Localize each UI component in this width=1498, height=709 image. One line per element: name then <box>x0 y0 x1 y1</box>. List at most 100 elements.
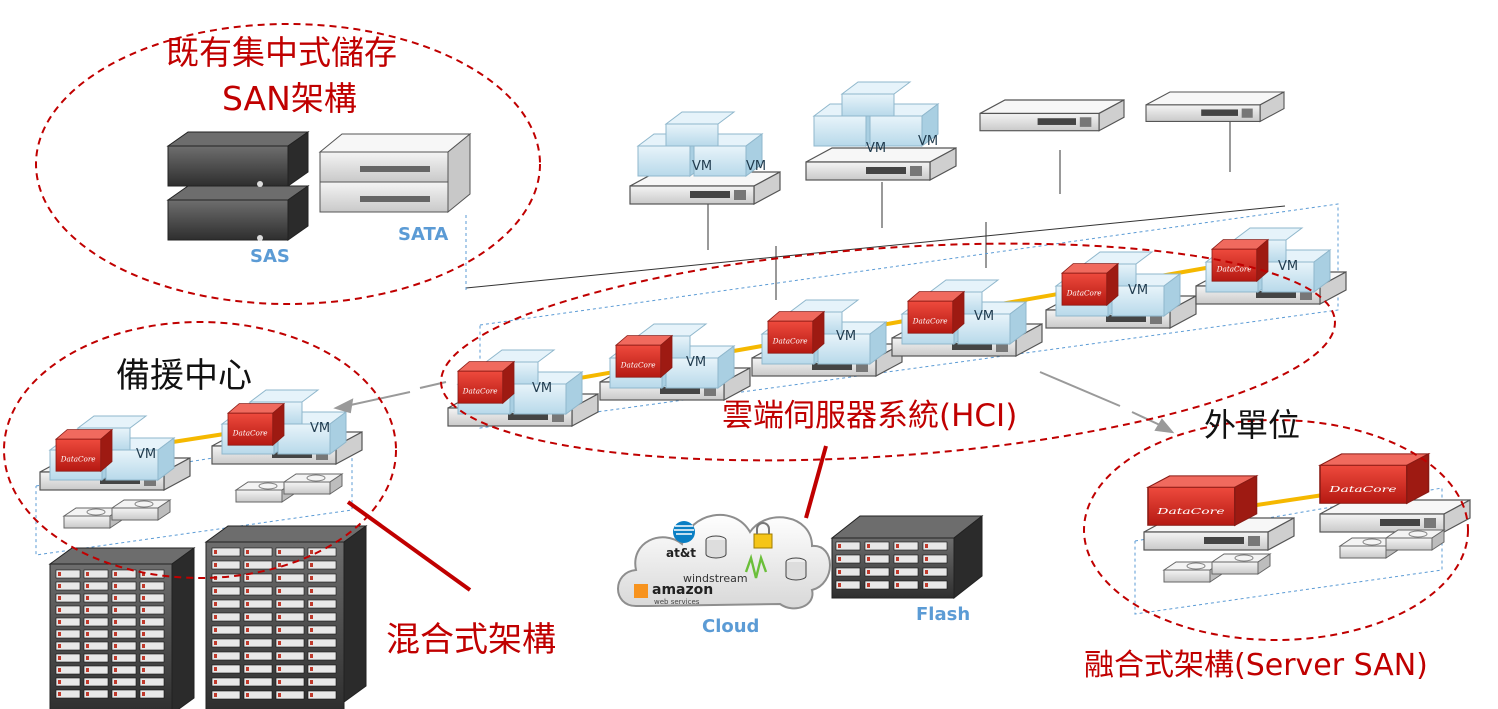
vm-label: VM <box>1128 283 1148 298</box>
disk-slot <box>55 641 81 651</box>
disk-led <box>310 628 313 632</box>
converged-ellipse <box>1083 419 1469 641</box>
disk-slot <box>83 593 109 603</box>
disk-led <box>278 641 281 645</box>
disk-slot <box>83 629 109 639</box>
disk-slot <box>83 605 109 615</box>
disk-led <box>278 693 281 697</box>
disk-slot <box>139 605 165 615</box>
disk-slot <box>243 586 273 596</box>
aws-cube-icon <box>634 584 648 598</box>
disk-led <box>142 620 145 624</box>
disk-slot <box>307 560 337 570</box>
disk-slot <box>111 677 137 687</box>
hci-node-2 <box>599 323 751 401</box>
disk-slot <box>211 664 241 674</box>
disk-led <box>925 544 928 548</box>
top-server-3 <box>979 99 1125 132</box>
hci-ellipse <box>440 242 1336 462</box>
backup-center-title: 備援中心 <box>116 356 252 396</box>
vm-label: VM <box>692 159 712 174</box>
disk-slot <box>243 573 273 583</box>
disk-slot <box>83 617 109 627</box>
disk-slot <box>893 554 919 564</box>
disk-slot <box>83 653 109 663</box>
disk-slot <box>139 689 165 699</box>
disk-slot <box>55 605 81 615</box>
lock-icon <box>753 522 773 549</box>
disk-led <box>86 692 89 696</box>
disk-led <box>310 654 313 658</box>
disk-led <box>142 692 145 696</box>
disk-led <box>214 641 217 645</box>
disk-led <box>86 656 89 660</box>
disk-led <box>142 608 145 612</box>
hci-node-1 <box>447 349 599 427</box>
disk-led <box>310 589 313 593</box>
disk-slot <box>922 541 948 551</box>
disk-led <box>278 654 281 658</box>
disk-led <box>310 641 313 645</box>
disk-slot <box>307 664 337 674</box>
disk-led <box>310 576 313 580</box>
disk-led <box>838 570 841 574</box>
vm-label: VM <box>974 309 994 324</box>
disk-led <box>246 615 249 619</box>
disk-slot <box>243 547 273 557</box>
legacy-san-title-line1: 既有集中式儲存 <box>166 33 397 72</box>
disk-slot <box>111 593 137 603</box>
disk-slot <box>55 629 81 639</box>
amazon-sub-label: web services <box>654 598 700 606</box>
sas-storage <box>167 131 309 241</box>
disk-led <box>58 692 61 696</box>
windstream-wave-icon <box>744 553 768 579</box>
cloud-shape <box>617 514 831 610</box>
disk-led <box>310 667 313 671</box>
disk-slot <box>211 612 241 622</box>
disk-slot <box>243 599 273 609</box>
disk-led <box>246 563 249 567</box>
disk-led <box>838 544 841 548</box>
disk-led <box>214 589 217 593</box>
disk-slot <box>139 677 165 687</box>
disk-led <box>214 680 217 684</box>
disk-slot <box>275 651 305 661</box>
vm-label: VM <box>136 447 156 462</box>
database-icon <box>705 535 727 559</box>
disk-slot <box>243 625 273 635</box>
backup-center-ellipse <box>3 321 397 579</box>
disk-slot <box>55 593 81 603</box>
disk-slot <box>275 664 305 674</box>
disk-led <box>310 602 313 606</box>
disk-led <box>58 668 61 672</box>
disk-led <box>246 654 249 658</box>
disk-slot <box>139 653 165 663</box>
disk-led <box>142 656 145 660</box>
disk-led <box>114 596 117 600</box>
disk-slot <box>243 612 273 622</box>
disk-led <box>214 693 217 697</box>
disk-slot <box>111 617 137 627</box>
disk-led <box>896 583 899 587</box>
disk-slot <box>83 581 109 591</box>
disk-led <box>214 628 217 632</box>
top-server-2 <box>805 81 957 181</box>
disk-led <box>142 632 145 636</box>
disk-slot <box>275 599 305 609</box>
disk-slot <box>211 560 241 570</box>
hci-node-5 <box>1045 251 1197 329</box>
disk-slot <box>835 554 861 564</box>
converged-title: 融合式架構(Server SAN) <box>1084 648 1428 683</box>
disk-slot <box>243 560 273 570</box>
disk-led <box>896 570 899 574</box>
hci-callout-line <box>804 445 828 519</box>
disk-led <box>278 576 281 580</box>
disk-slot <box>307 599 337 609</box>
top-server-1 <box>629 111 781 205</box>
disk-slot <box>211 625 241 635</box>
amazon-label: amazon <box>652 582 713 598</box>
disk-slot <box>55 677 81 687</box>
disk-led <box>114 620 117 624</box>
disk-slot <box>55 665 81 675</box>
network-lines <box>465 118 1286 300</box>
